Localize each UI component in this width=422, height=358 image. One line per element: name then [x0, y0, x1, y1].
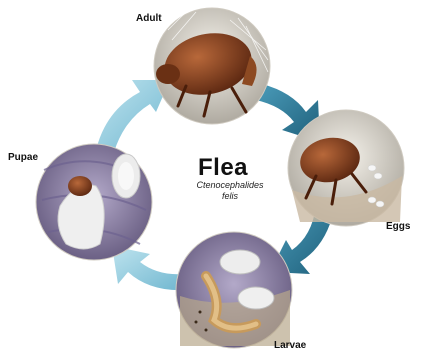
stage-label-pupae: Pupae: [8, 152, 38, 163]
stage-label-larvae: Larvae: [274, 340, 306, 351]
diagram-title: Flea: [198, 154, 248, 182]
pupae-stage-illustration: [36, 144, 152, 260]
stage-label-eggs: Eggs: [386, 221, 410, 232]
arrow-pupae-to-adult: [96, 80, 170, 152]
stage-label-adult: Adult: [136, 13, 162, 24]
scientific-name: Ctenocephalides felis: [190, 180, 270, 202]
scientific-name-genus: Ctenocephalides: [190, 180, 270, 191]
eggs-stage-illustration: [288, 110, 404, 226]
adult-stage-illustration: [154, 8, 270, 124]
larvae-stage-illustration: [176, 232, 292, 348]
scientific-name-species: felis: [190, 191, 270, 202]
